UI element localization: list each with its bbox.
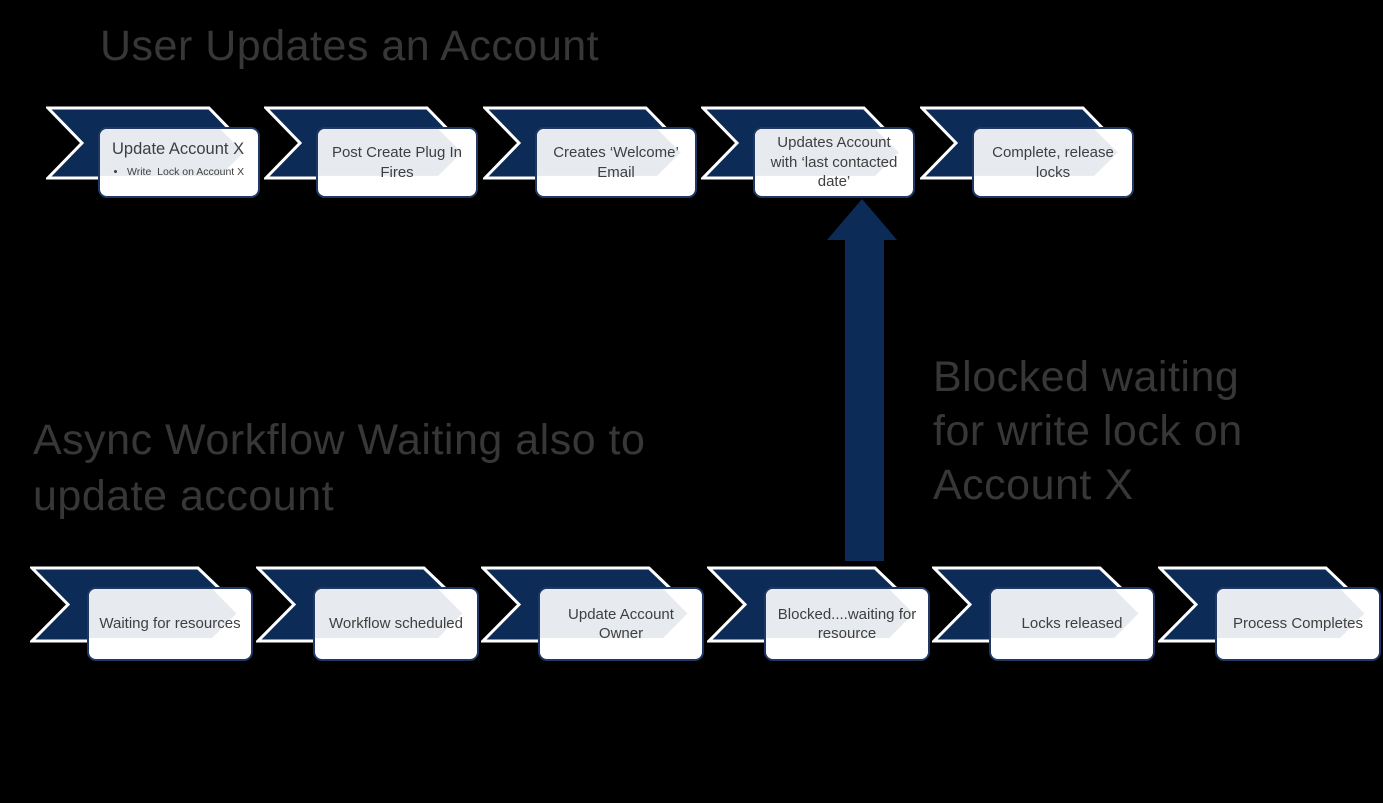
- step-box-accent: [89, 589, 237, 638]
- step-label: Workflow scheduled: [329, 615, 463, 633]
- step-label: Update Account X: [112, 140, 245, 158]
- step-box: Post Create Plug In Fires: [316, 127, 478, 198]
- step-box: Process Completes: [1215, 587, 1381, 661]
- step-label: Blocked....waiting for resource: [777, 605, 917, 643]
- bottom-step-5: Locks released: [932, 566, 1207, 671]
- step-label: Updates Account with ‘last contacted dat…: [770, 134, 898, 191]
- blocked-annotation: Blocked waiting for write lock on Accoun…: [933, 350, 1243, 512]
- step-box-accent: [315, 589, 463, 638]
- top-step-3: Creates ‘Welcome’ Email: [483, 106, 748, 206]
- step-box: Waiting for resources: [87, 587, 253, 661]
- step-label: Process Completes: [1232, 615, 1364, 633]
- step-bullet-list: Write Lock on Account X: [127, 166, 244, 178]
- top-step-5: Complete, release locks: [920, 106, 1185, 206]
- step-label: Waiting for resources: [99, 615, 241, 633]
- bottom-step-3: Update Account Owner: [481, 566, 756, 671]
- bottom-step-4: Blocked....waiting for resource: [707, 566, 982, 671]
- top-step-4: Updates Account with ‘last contacted dat…: [701, 106, 966, 206]
- step-label: Update Account Owner: [568, 605, 674, 643]
- step-box-accent: [540, 589, 688, 638]
- step-box-accent: [755, 129, 899, 176]
- step-label: Complete, release locks: [992, 144, 1114, 181]
- step-box: Locks released: [989, 587, 1155, 661]
- step-box-accent: [537, 129, 681, 176]
- bottom-step-6: Process Completes: [1158, 566, 1383, 671]
- bottom-flow-title-line2: update account: [33, 472, 335, 520]
- step-label: Locks released: [1021, 615, 1123, 633]
- step-box: Updates Account with ‘last contacted dat…: [753, 127, 915, 198]
- top-step-1: Update Account X Write Lock on Account X: [46, 106, 311, 206]
- step-box: Workflow scheduled: [313, 587, 479, 661]
- top-step-2: Post Create Plug In Fires: [264, 106, 529, 206]
- bottom-step-1: Waiting for resources: [30, 566, 305, 671]
- step-box: Update Account Owner: [538, 587, 704, 661]
- step-box: Blocked....waiting for resource: [764, 587, 930, 661]
- step-box-accent: [100, 129, 244, 176]
- step-box: Update Account X Write Lock on Account X: [98, 127, 260, 198]
- top-flow-title: User Updates an Account: [100, 22, 600, 70]
- blocked-annotation-line2: for write lock on: [933, 407, 1243, 455]
- blocked-arrow-icon: [827, 199, 897, 561]
- step-box: Complete, release locks: [972, 127, 1134, 198]
- step-box-accent: [1217, 589, 1365, 638]
- step-box-accent: [991, 589, 1139, 638]
- step-bullet: Write Lock on Account X: [127, 166, 244, 178]
- bottom-step-2: Workflow scheduled: [256, 566, 531, 671]
- bottom-flow-title-line1: Async Workflow Waiting also to: [33, 416, 646, 464]
- step-box-accent: [974, 129, 1118, 176]
- step-label: Creates ‘Welcome’ Email: [553, 144, 679, 181]
- step-box: Creates ‘Welcome’ Email: [535, 127, 697, 198]
- step-box-accent: [318, 129, 462, 176]
- bottom-flow-title: Async Workflow Waiting also to update ac…: [33, 412, 645, 524]
- step-label: Post Create Plug In Fires: [331, 144, 463, 181]
- step-box-accent: [766, 589, 914, 638]
- blocked-annotation-line3: Account X: [933, 461, 1134, 509]
- blocked-annotation-line1: Blocked waiting: [933, 353, 1240, 401]
